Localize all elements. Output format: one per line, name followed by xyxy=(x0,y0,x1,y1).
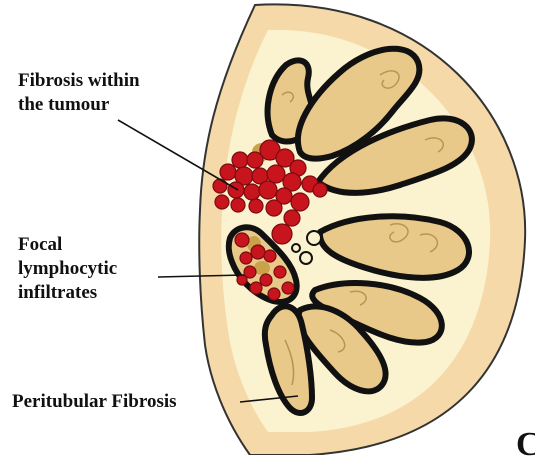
label-focal-line3: infiltrates xyxy=(18,281,97,305)
panel-letter: C xyxy=(516,428,535,462)
label-focal-line2: lymphocytic xyxy=(18,257,117,281)
label-fibrosis-line2: the tumour xyxy=(18,93,109,117)
label-fibrosis-line1: Fibrosis within xyxy=(18,69,140,93)
label-focal-line1: Focal xyxy=(18,233,62,257)
label-peritubular: Peritubular Fibrosis xyxy=(12,390,177,414)
